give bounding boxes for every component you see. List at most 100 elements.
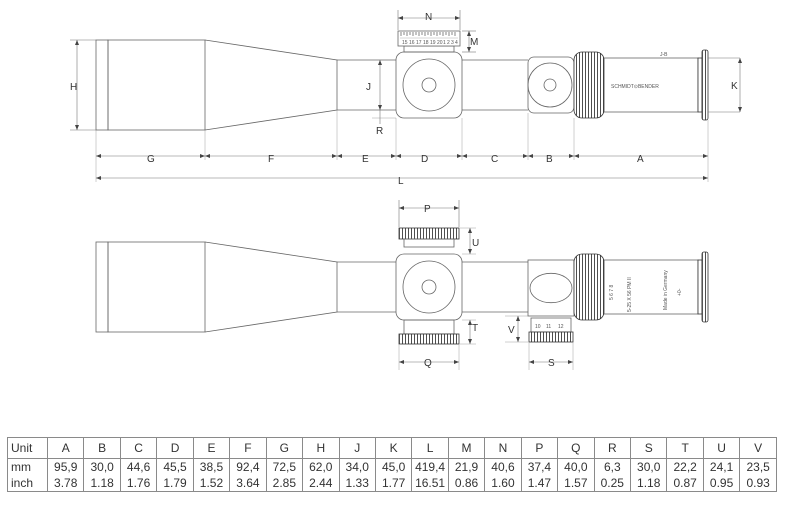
windage-knob-face	[402, 260, 456, 314]
scale-num: 17	[416, 40, 422, 46]
dim-label-h: H	[70, 82, 77, 93]
illum-scale: 12	[558, 324, 564, 330]
power-ring-housing	[527, 259, 575, 317]
turret-scale-top: 15 16 17 18 19 20 1 2 3 4	[400, 32, 458, 46]
eyepiece-body	[603, 259, 699, 315]
dim-label-v: V	[508, 325, 515, 336]
scale-num: 15	[402, 40, 408, 46]
brand-ring-text: SCHMIDT⊙BENDER	[611, 84, 659, 90]
objective-front-ring	[95, 39, 109, 131]
zoom-ring-text: 5-25 X 56 PM II	[627, 277, 633, 312]
col-header-s: S	[629, 437, 668, 459]
parallax-knob-face	[402, 58, 456, 112]
scale-num: 20	[437, 40, 443, 46]
objective-front-ring	[95, 241, 109, 333]
scale-num: 4	[455, 40, 458, 46]
dim-label-e: E	[362, 154, 369, 165]
dim-label-p: P	[424, 204, 431, 215]
illum-scale: 11	[546, 324, 551, 330]
scope-dimension-diagram: 15 16 17 18 19 20 1 2 3 4 SCHMIDT⊙BENDER…	[70, 10, 742, 370]
scale-num: 18	[423, 40, 429, 46]
windage-turret	[398, 333, 460, 345]
col-header-a: A	[46, 437, 85, 459]
magnification-ring	[573, 253, 605, 321]
turret-saddle	[395, 51, 463, 119]
eyepiece-country-text: Made in Germany	[663, 270, 669, 310]
col-header-q: Q	[557, 437, 595, 459]
scope-top-view: 15 16 17 18 19 20 1 2 3 4 SCHMIDT⊙BENDER…	[95, 30, 709, 131]
illum-scale: 10	[535, 324, 541, 330]
col-header-c: C	[119, 437, 158, 459]
dim-label-b: B	[546, 154, 553, 165]
dim-label-q: Q	[424, 358, 432, 369]
dim-label-j: J	[366, 82, 371, 93]
scale-num: 19	[430, 40, 436, 46]
col-header-n: N	[484, 437, 522, 459]
zoom-ring-scale: 5 6 7 8	[609, 284, 615, 300]
col-header-g: G	[265, 437, 304, 459]
dim-label-t: T	[472, 323, 478, 334]
col-header-r: R	[593, 437, 632, 459]
col-header-t: T	[666, 437, 704, 459]
dim-label-k: K	[731, 81, 738, 92]
dim-label-g: G	[147, 154, 155, 165]
diopter-ring	[701, 49, 709, 121]
objective-taper	[204, 39, 338, 131]
svg-text:J-B: J-B	[660, 52, 668, 58]
dimension-table: Unit A B C D E F G H J K L M N P Q R S T…	[7, 437, 777, 492]
dim-label-r: R	[376, 126, 383, 137]
col-header-p: P	[520, 437, 559, 459]
unit-inch: inch	[11, 476, 34, 490]
unit-cell: mm inch	[7, 458, 48, 492]
dim-label-f: F	[268, 154, 274, 165]
dim-label-a: A	[637, 154, 644, 165]
elevation-turret-top	[397, 30, 461, 47]
col-header-u: U	[702, 437, 741, 459]
table-header-row: Unit A B C D E F G H J K L M N P Q R S T…	[7, 437, 777, 459]
scale-num: 16	[409, 40, 415, 46]
scale-num: 2	[447, 40, 450, 46]
elevation-turret	[398, 227, 460, 240]
scope-side-view: 5-25 X 56 PM II 5 6 7 8 Made in Germany …	[95, 227, 709, 345]
dim-label-d: D	[421, 154, 428, 165]
col-header-f: F	[229, 437, 267, 459]
power-ring-housing	[527, 56, 575, 114]
illumination-turret	[528, 331, 574, 343]
illumination-knob	[527, 62, 573, 108]
dim-label-l: L	[398, 176, 404, 187]
col-header-l: L	[411, 437, 449, 459]
scale-num: 1	[443, 40, 446, 46]
col-header-h: H	[302, 437, 340, 459]
diopter-scale-text: +0-	[677, 288, 683, 296]
col-header-d: D	[156, 437, 194, 459]
scale-num: 3	[451, 40, 454, 46]
dim-label-n: N	[425, 12, 432, 23]
unit-header: Unit	[7, 437, 48, 459]
objective-bell	[107, 39, 206, 131]
magnification-ring	[573, 51, 605, 119]
side-view-dimensions: P U T V Q S	[398, 200, 574, 370]
col-header-v: V	[739, 437, 777, 459]
dim-label-m: M	[470, 37, 478, 48]
objective-bell	[107, 241, 206, 333]
dim-label-s: S	[548, 358, 555, 369]
turret-saddle	[395, 253, 463, 321]
